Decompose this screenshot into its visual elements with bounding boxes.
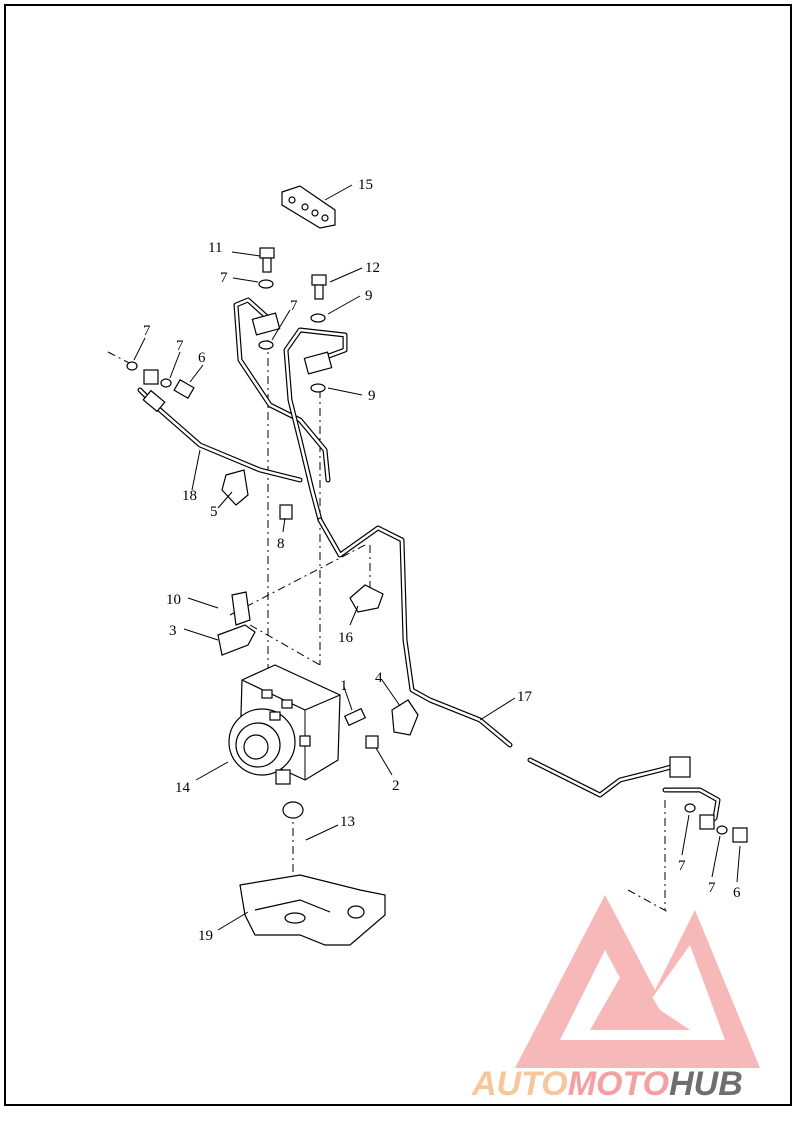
part-15-bracket <box>281 185 336 229</box>
part-3-clamp <box>217 624 256 656</box>
callout-7: 7 <box>290 298 298 314</box>
callout-3: 3 <box>169 623 177 639</box>
brake-lines <box>137 297 721 828</box>
callout-2: 2 <box>392 778 400 794</box>
part-13-grommet <box>282 801 304 819</box>
callout-6: 6 <box>198 350 206 366</box>
callout-13: 13 <box>340 814 355 830</box>
brand-hub: HUB <box>669 1065 743 1103</box>
part-8-clip <box>279 504 293 520</box>
callout-6: 6 <box>733 885 741 901</box>
callout-8: 8 <box>277 536 285 552</box>
callout-7: 7 <box>708 880 716 896</box>
callout-7: 7 <box>678 858 686 874</box>
brand-moto: MOTO <box>568 1065 669 1103</box>
part-10-bracket <box>231 591 251 626</box>
callout-5: 5 <box>210 504 218 520</box>
part-19-bracket <box>239 874 386 946</box>
callout-14: 14 <box>175 780 191 796</box>
callout-18: 18 <box>182 488 197 504</box>
callout-7: 7 <box>143 323 151 339</box>
callout-11: 11 <box>208 240 222 256</box>
callout-10: 10 <box>166 592 181 608</box>
callout-4: 4 <box>375 670 383 686</box>
callout-17: 17 <box>517 689 533 705</box>
callout-19: 19 <box>198 928 213 944</box>
part-14-abs-module <box>228 664 341 785</box>
svg-text:AUTOMOTOHUB: AUTOMOTOHUB <box>471 1065 743 1103</box>
part-11-banjo-bolt <box>259 247 275 273</box>
alignment-lines <box>107 340 669 913</box>
callout-1: 1 <box>340 678 348 694</box>
brand-auto: AUTO <box>471 1065 568 1103</box>
part-1-screw <box>343 707 367 727</box>
callout-9: 9 <box>368 388 376 404</box>
callout-7: 7 <box>220 270 228 286</box>
part-6-bolts <box>173 378 748 843</box>
watermark-logo <box>515 895 760 1068</box>
part-12-banjo-bolt <box>311 274 327 300</box>
washers <box>126 279 728 835</box>
callout-16: 16 <box>338 630 354 646</box>
diagram-frame <box>4 4 792 1106</box>
part-5-clip <box>221 469 249 506</box>
part-16-sensor <box>349 584 384 613</box>
part-4-clamp <box>391 699 419 736</box>
callout-9: 9 <box>365 288 373 304</box>
leader-lines <box>133 184 741 931</box>
callout-7: 7 <box>176 338 184 354</box>
banjo-fittings <box>143 312 715 830</box>
watermark-text: AUTOMOTOHUB <box>471 1065 743 1103</box>
callout-12: 12 <box>365 260 380 276</box>
part-2-screw <box>365 735 379 749</box>
callouts: 15 11 12 7 7 9 9 7 7 6 18 5 8 10 3 16 1 … <box>143 177 741 944</box>
callout-15: 15 <box>358 177 373 193</box>
